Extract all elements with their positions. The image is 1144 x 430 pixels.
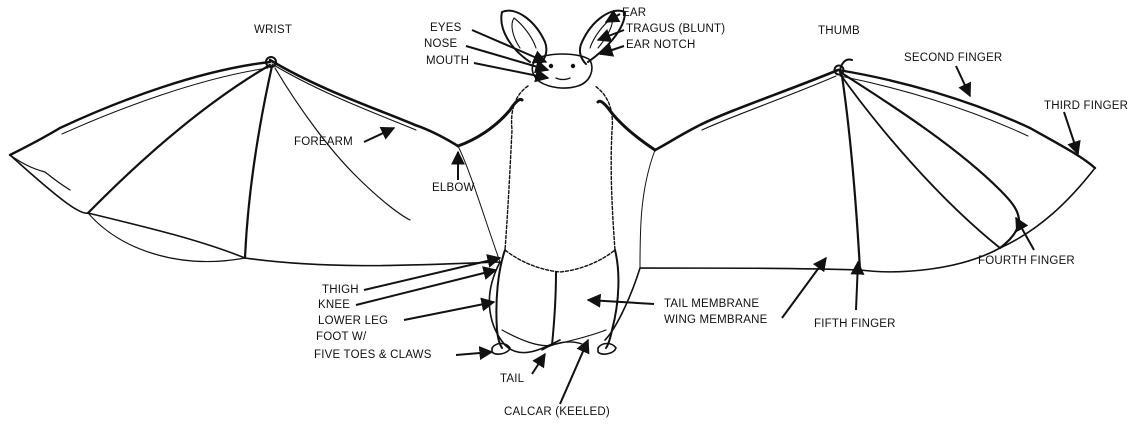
label-tail: TAIL — [500, 373, 524, 386]
label-calcar: CALCAR (KEELED) — [504, 406, 610, 419]
label-knee: KNEE — [318, 299, 350, 312]
label-nose: NOSE — [424, 38, 457, 51]
right-leg — [606, 250, 618, 348]
left-forearm-bone — [270, 60, 458, 146]
label-thigh: THIGH — [322, 284, 359, 297]
right-upper-arm — [598, 101, 655, 150]
tail — [552, 272, 556, 345]
left-ear — [501, 11, 546, 64]
label-lower-leg: LOWER LEG — [318, 315, 388, 328]
label-wing-membrane: WING MEMBRANE — [664, 314, 768, 327]
arrow-lower-leg — [404, 302, 494, 320]
label-tail-membrane: TAIL MEMBRANE — [664, 298, 759, 311]
label-wrist: WRIST — [254, 24, 292, 37]
pointer-arrows — [356, 14, 1078, 404]
arrow-calcar — [560, 340, 588, 404]
label-foot: FOOT W/ — [316, 331, 366, 344]
right-second-finger — [838, 70, 1095, 168]
label-toes: FIVE TOES & CLAWS — [314, 349, 432, 362]
right-thumb — [840, 59, 852, 70]
arrow-forearm — [364, 128, 394, 142]
label-fifth-finger: FIFTH FINGER — [814, 318, 896, 331]
right-fourth-finger — [840, 74, 1000, 248]
arrow-wing-membrane — [782, 258, 826, 318]
left-third-finger — [88, 65, 270, 213]
left-fourth-finger — [245, 66, 272, 258]
right-fifth-finger — [842, 76, 860, 270]
label-second-finger: SECOND FINGER — [904, 52, 1002, 65]
arrow-tail-membrane — [588, 300, 654, 304]
arrow-mouth — [474, 63, 548, 78]
label-tragus: TRAGUS (BLUNT) — [626, 23, 725, 36]
left-leg — [496, 250, 505, 348]
label-ear-notch: EAR NOTCH — [626, 39, 696, 52]
label-thumb: THUMB — [818, 25, 860, 38]
right-forearm-bone — [655, 70, 838, 150]
arrow-tail — [532, 354, 545, 374]
label-third-finger: THIRD FINGER — [1044, 100, 1128, 113]
label-fourth-finger: FOURTH FINGER — [978, 255, 1075, 268]
label-ear: EAR — [622, 7, 646, 20]
bat-body — [492, 11, 625, 354]
label-mouth: MOUTH — [426, 55, 469, 68]
label-elbow: ELBOW — [432, 182, 475, 195]
left-wing — [10, 57, 560, 353]
left-second-finger — [10, 62, 270, 155]
arrow-toes — [456, 352, 492, 355]
arrow-ear — [606, 14, 620, 22]
left-upper-arm — [458, 99, 522, 146]
bat-torso — [505, 86, 615, 272]
label-eyes: EYES — [430, 22, 461, 35]
left-wing-membrane — [10, 155, 560, 353]
label-forearm: FOREARM — [294, 136, 353, 149]
arrow-second-finger — [956, 66, 970, 96]
arrow-tragus — [598, 30, 624, 40]
arrow-fourth-finger — [1016, 218, 1034, 250]
